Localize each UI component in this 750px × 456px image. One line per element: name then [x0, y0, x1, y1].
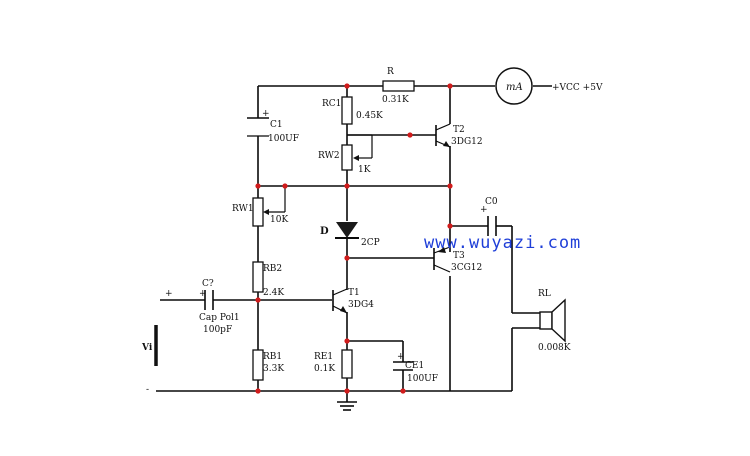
rb1-value: 3.3K [263, 364, 284, 374]
ce1-polarity: + [397, 352, 405, 362]
resistor-rc1: RC1 0.45K [322, 96, 383, 125]
ce1-name: CE1 [405, 361, 424, 371]
ce1-value: 100UF [407, 374, 438, 384]
rw2-value: 1K [358, 165, 371, 175]
resistor-r-name: R [387, 67, 394, 77]
watermark-text: www.wuyazi.com [424, 233, 581, 253]
resistor-rb1: RB1 3.3K [252, 349, 284, 381]
c1-value: 100UF [268, 134, 299, 144]
rb1-name: RB1 [263, 352, 282, 362]
resistor-r: R 0.31K [382, 67, 415, 105]
resistor-r-value: 0.31K [382, 95, 409, 105]
c1-polarity: + [262, 109, 270, 119]
transistor-t1: T1 3DG4 [332, 288, 374, 314]
capacitor-c1: + C1 100UF [247, 109, 299, 144]
capacitor-ce1: + CE1 100UF [393, 352, 438, 384]
ammeter-label: mA [506, 82, 523, 93]
rw1-name: RW1 [232, 204, 254, 214]
supply-terminal: +VCC +5V [552, 83, 603, 93]
c-in-polarity: + [199, 289, 207, 299]
diode-type: 2CP [361, 238, 380, 248]
c-in-name: C? [202, 279, 214, 289]
wiring [156, 85, 552, 402]
c-in-value: 100pF [203, 325, 232, 335]
rc1-name: RC1 [322, 99, 341, 109]
rw1-value: 10K [270, 215, 288, 225]
ground-symbol [337, 401, 357, 411]
rb2-name: RB2 [263, 264, 282, 274]
c0-name: C0 [485, 197, 498, 207]
diode-name: D [320, 226, 329, 237]
speaker-name: RL [538, 289, 551, 299]
transistor-t2: T2 3DG12 [435, 123, 483, 148]
diode-d: D 2CP [320, 222, 380, 248]
rb2-value: 2.4K [263, 288, 284, 298]
c-in-type: Cap Pol1 [199, 313, 240, 323]
input-name: Vi [141, 343, 153, 353]
input-source: + Vi - [141, 289, 173, 395]
junction-dots [255, 83, 453, 394]
re1-value: 0.1K [314, 364, 335, 374]
speaker-value: 0.008K [538, 343, 571, 353]
re1-name: RE1 [314, 352, 333, 362]
rc1-value: 0.45K [356, 111, 383, 121]
input-plus: + [165, 289, 173, 299]
potentiometer-rw1: RW1 10K [232, 197, 288, 227]
input-minus: - [146, 385, 149, 395]
capacitor-input: + C? Cap Pol1 100pF [199, 279, 240, 335]
resistor-rb2: RB2 2.4K [252, 261, 284, 298]
supply-label: +VCC +5V [552, 83, 603, 93]
c0-polarity: + [480, 205, 488, 215]
resistor-re1: RE1 0.1K [314, 349, 353, 379]
rw2-name: RW2 [318, 151, 340, 161]
t3-type: 3CG12 [451, 263, 482, 273]
c1-name: C1 [270, 120, 283, 130]
t2-name: T2 [453, 125, 465, 135]
ammeter: mA [495, 67, 533, 105]
t3-name: T3 [453, 251, 465, 261]
capacitor-c0: + C0 [480, 197, 498, 236]
speaker-rl: RL 0.008K [538, 289, 571, 353]
t1-type: 3DG4 [348, 300, 374, 310]
t1-name: T1 [348, 288, 360, 298]
transistor-t3: T3 3CG12 [433, 246, 482, 273]
t2-type: 3DG12 [451, 137, 483, 147]
potentiometer-rw2: RW2 1K [318, 144, 371, 175]
